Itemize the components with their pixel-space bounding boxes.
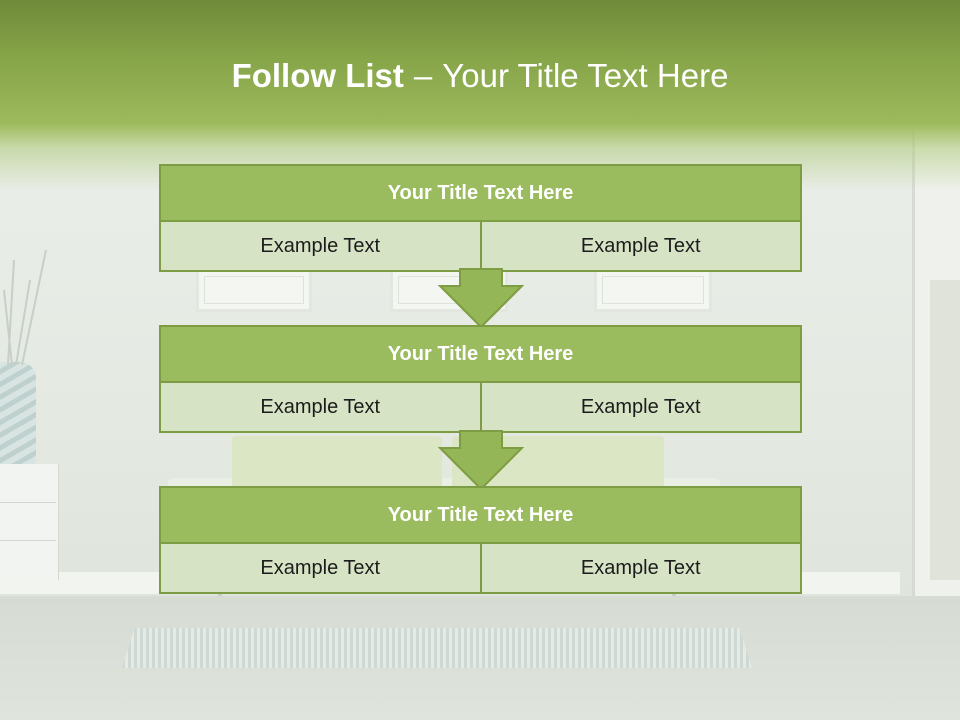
step-title: Your Title Text Here xyxy=(161,166,800,222)
step-title: Your Title Text Here xyxy=(161,327,800,383)
step-body: Example Text Example Text xyxy=(161,222,800,270)
step-cell-left: Example Text xyxy=(260,556,381,579)
title-band xyxy=(0,0,960,190)
step-box-2: Your Title Text Here Example Text Exampl… xyxy=(159,325,802,433)
step-cell-right: Example Text xyxy=(479,222,801,270)
window-building xyxy=(930,280,960,580)
branches-decoration xyxy=(3,250,47,365)
down-arrow-icon xyxy=(438,430,524,490)
step-body: Example Text Example Text xyxy=(161,383,800,431)
step-box-3: Your Title Text Here Example Text Exampl… xyxy=(159,486,802,594)
slide-title-rest: Your Title Text Here xyxy=(442,57,729,94)
step-title: Your Title Text Here xyxy=(161,488,800,544)
drawer-line xyxy=(0,540,56,541)
picture-frame xyxy=(594,268,712,312)
rug xyxy=(122,628,752,668)
drawer-line xyxy=(0,502,56,503)
picture-frame xyxy=(196,268,312,312)
slide-title-separator: – xyxy=(413,57,433,94)
step-cell-right: Example Text xyxy=(479,544,801,592)
slide-title: Follow List–Your Title Text Here xyxy=(0,54,960,98)
step-cell-left: Example Text xyxy=(260,234,381,257)
step-cell-right: Example Text xyxy=(479,383,801,431)
step-cell-left: Example Text xyxy=(260,395,381,418)
sofa-cushion xyxy=(232,436,442,492)
step-body: Example Text Example Text xyxy=(161,544,800,592)
slide-title-bold: Follow List xyxy=(231,57,404,94)
step-box-1: Your Title Text Here Example Text Exampl… xyxy=(159,164,802,272)
down-arrow-icon xyxy=(438,268,524,328)
vase xyxy=(0,362,36,464)
cabinet xyxy=(0,464,59,580)
